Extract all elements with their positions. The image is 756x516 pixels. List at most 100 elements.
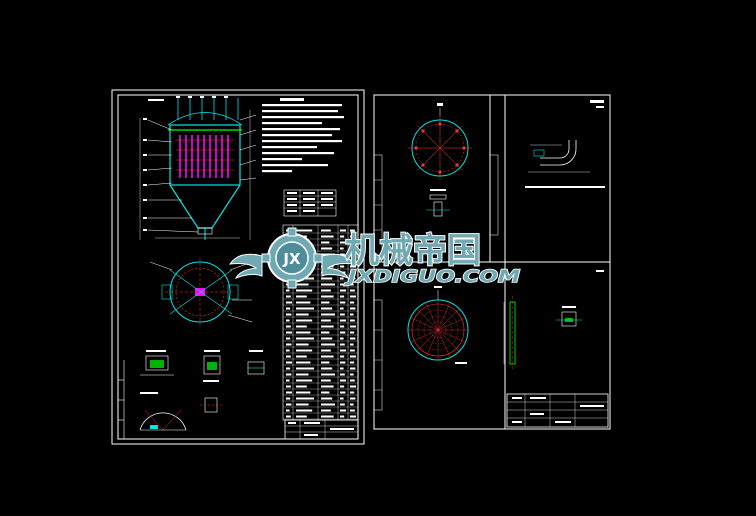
parts-list-cell-text (340, 241, 346, 244)
parts-list-cell-text (296, 295, 307, 298)
parts-list-cell-text (296, 367, 314, 370)
watermark-chinese-text: 机械帝国 (345, 231, 481, 271)
parts-list-cell-text (321, 307, 333, 310)
parts-list-cell-text (321, 403, 335, 406)
parts-list-cell-text (340, 373, 345, 376)
parts-list-cell-text (350, 271, 355, 274)
parts-list-cell-text (321, 343, 335, 346)
parts-list-cell-text (340, 235, 345, 238)
parts-list-cell-text (350, 247, 356, 250)
parts-list-cell-text (321, 415, 334, 418)
parts-list-cell-text (321, 391, 330, 394)
parts-list-cell-text (286, 379, 290, 382)
parts-list-cell-text (340, 313, 345, 316)
parts-list-cell-text (296, 379, 313, 382)
detail-view-a (140, 350, 174, 376)
parts-list-cell-text (340, 349, 346, 352)
parts-list-cell-text (350, 253, 354, 256)
parts-list-cell-text (321, 295, 334, 298)
parts-list-cell-text (321, 367, 333, 370)
parts-list-cell-text (286, 367, 291, 370)
parts-list-cell-text (350, 385, 356, 388)
parts-list-cell-text (340, 247, 344, 250)
parts-list-cell-text (296, 283, 309, 286)
parts-list-cell-text (321, 379, 331, 382)
parts-list-cell-text (296, 361, 311, 364)
parts-list-cell-text (286, 325, 291, 328)
winged-gear-logo: JX (228, 227, 356, 289)
parts-list-cell-text (350, 355, 356, 358)
parts-list-cell-text (350, 379, 355, 382)
parts-list-cell-text (340, 295, 345, 298)
parts-list-cell-text (321, 409, 331, 412)
part-sheet-bottom-left (407, 286, 469, 364)
parts-list-cell-text (321, 313, 335, 316)
parts-list-cell-text (340, 319, 346, 322)
part-title-block (506, 393, 609, 428)
parts-list-cell-text (286, 289, 290, 292)
parts-list-cell-text (350, 373, 354, 376)
parts-list-cell-text (350, 391, 355, 394)
parts-list-cell-text (340, 307, 344, 310)
parts-list-cell-text (321, 325, 334, 328)
parts-list-cell-text (350, 349, 355, 352)
parts-list-cell-text (350, 403, 354, 406)
parts-list-cell-text (350, 265, 356, 268)
parts-list-cell-text (350, 283, 354, 286)
parts-list-cell-text (350, 301, 355, 304)
watermark-domain-text: JXDIGUO.COM (344, 267, 520, 287)
parts-list-cell-text (286, 349, 290, 352)
detail-view-flange (200, 380, 222, 413)
parts-list-cell-text (296, 319, 313, 322)
part-sheet-top-left (408, 103, 472, 217)
parts-list-cell-text (321, 277, 333, 280)
parts-list-cell-text (321, 373, 335, 376)
right-sheet-group (373, 94, 611, 430)
parts-list-cell-text (296, 337, 314, 340)
parts-list-cell-text (340, 415, 345, 418)
parts-list-cell-text (350, 409, 355, 412)
parts-list-cell-text (350, 319, 355, 322)
part-sheet-top-right (525, 100, 605, 188)
parts-list-cell-text (350, 325, 356, 328)
parts-list-cell-text (340, 265, 345, 268)
parts-list-cell-text (340, 289, 346, 292)
parts-list-cell-text (296, 325, 307, 328)
parts-list-cell-text (296, 373, 309, 376)
parts-list-cell-text (296, 301, 311, 304)
site-watermark: JX 机械帝国 JXDIGUO.COM (228, 227, 521, 289)
parts-list-cell-text (296, 397, 314, 400)
parts-list-cell-text (340, 379, 346, 382)
parts-list-cell-text (321, 349, 331, 352)
parts-list-cell-text (286, 307, 291, 310)
parts-list-cell-text (286, 343, 292, 346)
parts-list-cell-text (321, 331, 330, 334)
parts-list-cell-text (340, 229, 346, 232)
parts-list-cell-text (350, 313, 354, 316)
parts-list-cell-text (321, 301, 330, 304)
parts-list-cell-text (286, 391, 292, 394)
parts-list-cell-text (350, 241, 355, 244)
parts-list-cell-text (296, 349, 313, 352)
parts-list-cell-text (321, 385, 334, 388)
parts-list-cell-text (350, 361, 355, 364)
parts-list-cell-text (350, 337, 356, 340)
parts-list-cell-text (296, 391, 311, 394)
parts-list-cell-text (321, 397, 333, 400)
parts-list-cell-text (296, 289, 313, 292)
parts-list-cell-text (340, 301, 346, 304)
main-title-block (284, 419, 359, 440)
parts-list-cell-text (350, 307, 356, 310)
parts-list-cell-text (340, 331, 346, 334)
parts-list-cell-text (286, 403, 292, 406)
parts-list-cell-text (340, 337, 344, 340)
parts-list-cell-text (286, 301, 292, 304)
parts-list-cell-text (350, 295, 356, 298)
parts-list-cell-text (321, 229, 331, 232)
technical-notes-block (262, 98, 344, 173)
parts-list-cell-text (321, 319, 331, 322)
parts-list-cell-text (296, 409, 313, 412)
part-sheet-bottom-right (503, 270, 604, 370)
